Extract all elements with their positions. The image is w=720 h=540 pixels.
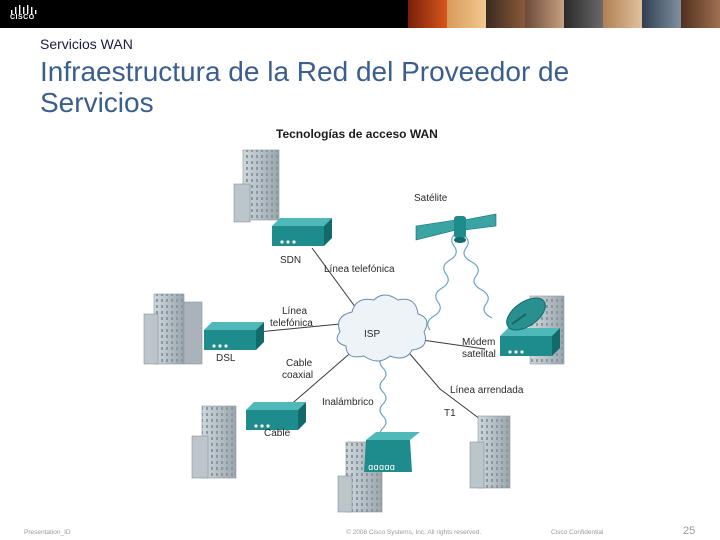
label-cable: Cable bbox=[264, 428, 291, 439]
footer-copyright: © 2008 Cisco Systems, Inc. All rights re… bbox=[346, 529, 482, 536]
wan-access-diagram: Tecnologías de acceso WAN bbox=[143, 127, 565, 513]
dsl-device-icon bbox=[204, 322, 264, 350]
building-left bbox=[143, 293, 203, 365]
label-t1: T1 bbox=[444, 408, 456, 419]
satellite-modem-device-icon bbox=[500, 328, 560, 356]
top-banner: CISCO bbox=[0, 0, 720, 28]
label-phone-line-top: Línea telefónica bbox=[324, 264, 395, 275]
page-number: 25 bbox=[683, 525, 696, 537]
diagram-title: Tecnologías de acceso WAN bbox=[276, 127, 438, 141]
label-leased-line: Línea arrendada bbox=[450, 385, 524, 396]
label-phone-line-left-2: telefónica bbox=[270, 318, 313, 329]
satellite-dish-icon bbox=[506, 297, 546, 331]
label-coax-1: Cable bbox=[286, 358, 313, 369]
label-isp: ISP bbox=[364, 329, 380, 340]
satellite-icon bbox=[415, 213, 497, 243]
svg-text:ɑɑɑɑɑ: ɑɑɑɑɑ bbox=[368, 463, 395, 473]
building-bottom-right bbox=[469, 415, 511, 489]
building-bottom-left bbox=[191, 405, 237, 479]
cisco-logo-text: CISCO bbox=[10, 14, 35, 21]
isp-cloud-icon bbox=[336, 294, 428, 362]
banner-photo-strip bbox=[408, 0, 720, 28]
label-modem-1: Módem bbox=[462, 337, 495, 348]
footer-confidential: Cisco Confidential bbox=[551, 529, 604, 536]
cisco-logo-icon bbox=[11, 5, 37, 14]
footer-presentation-id: Presentation_ID bbox=[24, 529, 71, 536]
label-phone-line-left-1: Línea bbox=[282, 306, 307, 317]
building-top-left bbox=[233, 149, 280, 223]
label-coax-2: coaxial bbox=[282, 370, 313, 381]
label-modem-2: satelital bbox=[462, 349, 496, 360]
cable-modem-device-icon bbox=[246, 402, 306, 430]
isdn-device-icon bbox=[272, 218, 332, 246]
label-wireless: Inalámbrico bbox=[322, 397, 374, 408]
label-dsl: DSL bbox=[216, 353, 236, 364]
slide-title: Infraestructura de la Red del Proveedor … bbox=[40, 56, 570, 118]
label-isdn: SDN bbox=[280, 255, 301, 266]
label-satellite: Satélite bbox=[414, 193, 448, 204]
section-label: Servicios WAN bbox=[40, 36, 133, 52]
wireless-receiver-icon: ɑɑɑɑɑ bbox=[364, 432, 420, 473]
